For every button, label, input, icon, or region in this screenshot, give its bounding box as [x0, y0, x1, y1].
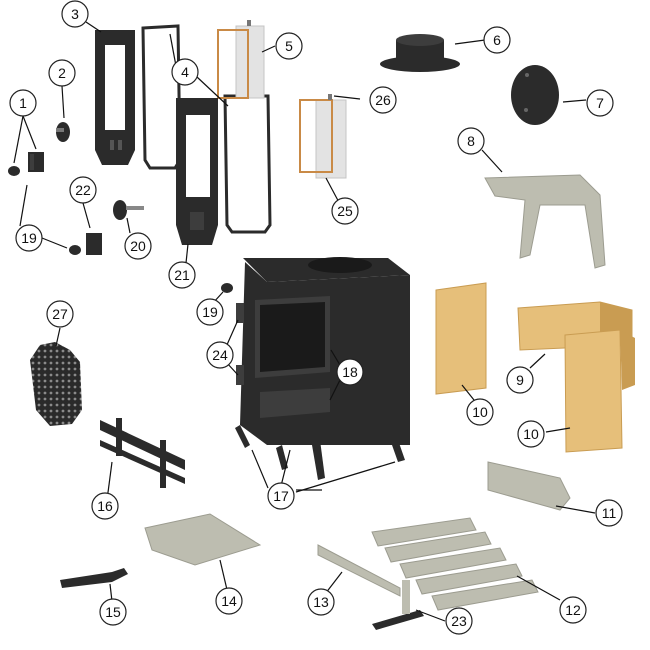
- callout-11: 11: [595, 499, 623, 527]
- callout-label: 13: [313, 594, 329, 610]
- callout-3: 3: [61, 0, 89, 28]
- callout-25: 25: [331, 197, 359, 225]
- callout-label: 1: [19, 95, 27, 111]
- callout-17: 17: [267, 482, 295, 510]
- part-5-door-glass: [217, 20, 265, 99]
- part-16-log-guard: [100, 418, 185, 488]
- callout-19b: 19: [196, 298, 224, 326]
- part-21-inner-door: [176, 98, 218, 245]
- part-20-spindle: [113, 200, 144, 220]
- part-6-flue-collar: [380, 34, 460, 72]
- callout-label: 11: [602, 505, 617, 521]
- callout-label: 3: [71, 6, 79, 22]
- callout-5: 5: [275, 32, 303, 60]
- callout-15: 15: [99, 598, 127, 626]
- part-15-ash-pan-tool: [60, 568, 128, 588]
- callout-18: 18: [336, 358, 364, 386]
- callout-label: 22: [75, 182, 91, 198]
- callout-label: 21: [174, 267, 190, 283]
- callout-7: 7: [586, 89, 614, 117]
- part-10-side-brick-right: [564, 329, 635, 453]
- part-10-side-brick-left: [435, 282, 487, 395]
- callout-12: 12: [559, 596, 587, 624]
- callout-2: 2: [48, 59, 76, 87]
- stove-body: [235, 257, 410, 480]
- leader-lines: [13, 21, 596, 622]
- callout-labels: 1 2 3 4 5 6 7 8 9 10 10 11 12 13 14 15 1…: [9, 0, 623, 635]
- part-4-door-gaskets: [141, 24, 272, 234]
- part-14-ash-pan: [144, 513, 262, 566]
- callout-label: 7: [596, 95, 604, 111]
- callout-label: 14: [221, 593, 237, 609]
- callout-24: 24: [206, 341, 234, 369]
- callout-8: 8: [457, 127, 485, 155]
- part-11-fire-bar: [487, 461, 571, 511]
- callout-14: 14: [215, 587, 243, 615]
- callout-4: 4: [171, 58, 199, 86]
- callout-label: 17: [273, 488, 289, 504]
- part-12-grate-bars: [371, 517, 539, 611]
- callout-22: 22: [69, 176, 97, 204]
- callout-21: 21: [168, 261, 196, 289]
- callout-20: 20: [124, 232, 152, 260]
- parts-layer: [8, 20, 635, 630]
- part-1-knob-and-plate: [8, 152, 44, 176]
- callout-6: 6: [483, 26, 511, 54]
- part-23-riddling-rod: [372, 580, 424, 630]
- callout-label: 10: [472, 404, 488, 420]
- part-13-grate-support: [317, 544, 401, 597]
- callout-label: 6: [493, 32, 501, 48]
- part-25-26-glass-and-gasket: [299, 94, 347, 179]
- callout-label: 20: [130, 238, 146, 254]
- part-19-knob-upper: [221, 283, 233, 293]
- callout-label: 10: [523, 426, 539, 442]
- callout-label: 8: [467, 133, 475, 149]
- callout-label: 2: [58, 65, 66, 81]
- callout-1: 1: [9, 89, 37, 117]
- callout-label: 23: [451, 613, 467, 629]
- callout-26: 26: [369, 86, 397, 114]
- part-19-knob-lower: [69, 245, 81, 255]
- callout-label: 26: [375, 92, 391, 108]
- callout-9: 9: [506, 366, 534, 394]
- callout-label: 16: [97, 498, 113, 514]
- callout-label: 19: [202, 304, 218, 320]
- part-3-outer-door: [95, 30, 135, 165]
- callout-label: 24: [212, 347, 228, 363]
- callout-label: 12: [565, 602, 581, 618]
- callout-label: 5: [285, 38, 293, 54]
- part-8-baffle-plate: [484, 174, 606, 269]
- part-22-plate: [86, 233, 102, 255]
- callout-16: 16: [91, 492, 119, 520]
- callout-label: 4: [181, 64, 189, 80]
- callout-label: 18: [342, 364, 358, 380]
- callout-10b: 10: [517, 420, 545, 448]
- callout-label: 27: [52, 306, 68, 322]
- callout-label: 15: [105, 604, 121, 620]
- callout-19a: 19: [15, 224, 43, 252]
- callout-13: 13: [307, 588, 335, 616]
- callout-27: 27: [46, 300, 74, 328]
- part-7-blanking-plate: [511, 65, 559, 125]
- callout-label: 25: [337, 203, 353, 219]
- callout-label: 19: [21, 230, 37, 246]
- part-27-stove-glove: [30, 342, 82, 426]
- callout-23: 23: [445, 607, 473, 635]
- part-2-door-handle: [56, 122, 70, 142]
- callout-10a: 10: [466, 398, 494, 426]
- callout-label: 9: [516, 372, 524, 388]
